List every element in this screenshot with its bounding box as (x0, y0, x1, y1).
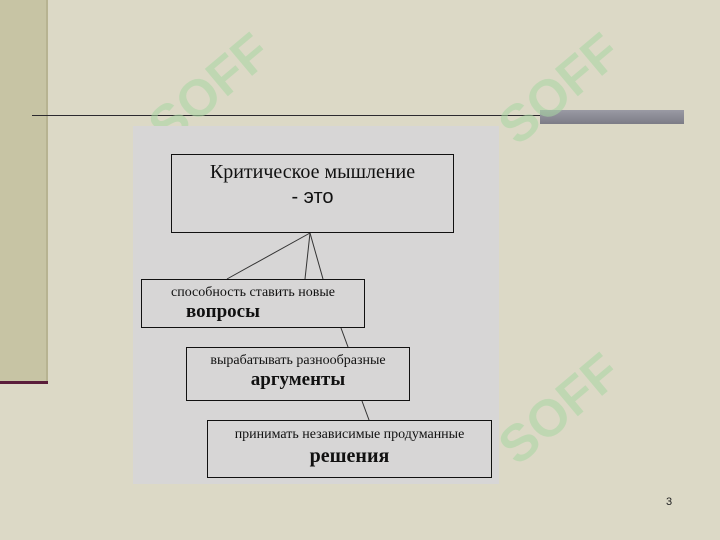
root-subtitle: - это (291, 186, 334, 208)
root-title: Критическое мышление (209, 161, 416, 183)
left-decorative-bar (0, 0, 48, 383)
title-rule-accent (540, 110, 684, 124)
node-1-keyword: вопросы (186, 301, 260, 322)
root-box: Критическое мышление - это (171, 154, 454, 233)
watermark-logo-2: SOFF (488, 22, 632, 156)
node-2-text: вырабатывать разнообразные (210, 353, 386, 368)
watermark-logo-4: SOFF (488, 342, 632, 476)
node-1-text: способность ставить новые (171, 285, 335, 300)
connector-root-node1a (226, 232, 311, 280)
page-number: 3 (666, 496, 673, 508)
title-rule (32, 115, 540, 116)
connector-node1-node2 (340, 327, 349, 348)
node-3-text: принимать независимые продуманные (234, 427, 465, 442)
connector-node2-node3 (361, 400, 370, 421)
node-box-3: принимать независимые продуманные решени… (207, 420, 492, 478)
node-box-1: способность ставить новые вопросы (141, 279, 365, 328)
node-2-keyword: аргументы (250, 369, 346, 390)
connector-root-node1b (304, 232, 311, 280)
left-accent-line (0, 381, 48, 384)
connector-root-node1c (309, 232, 324, 280)
node-3-keyword: решения (309, 445, 390, 467)
node-box-2: вырабатывать разнообразные аргументы (186, 347, 410, 401)
